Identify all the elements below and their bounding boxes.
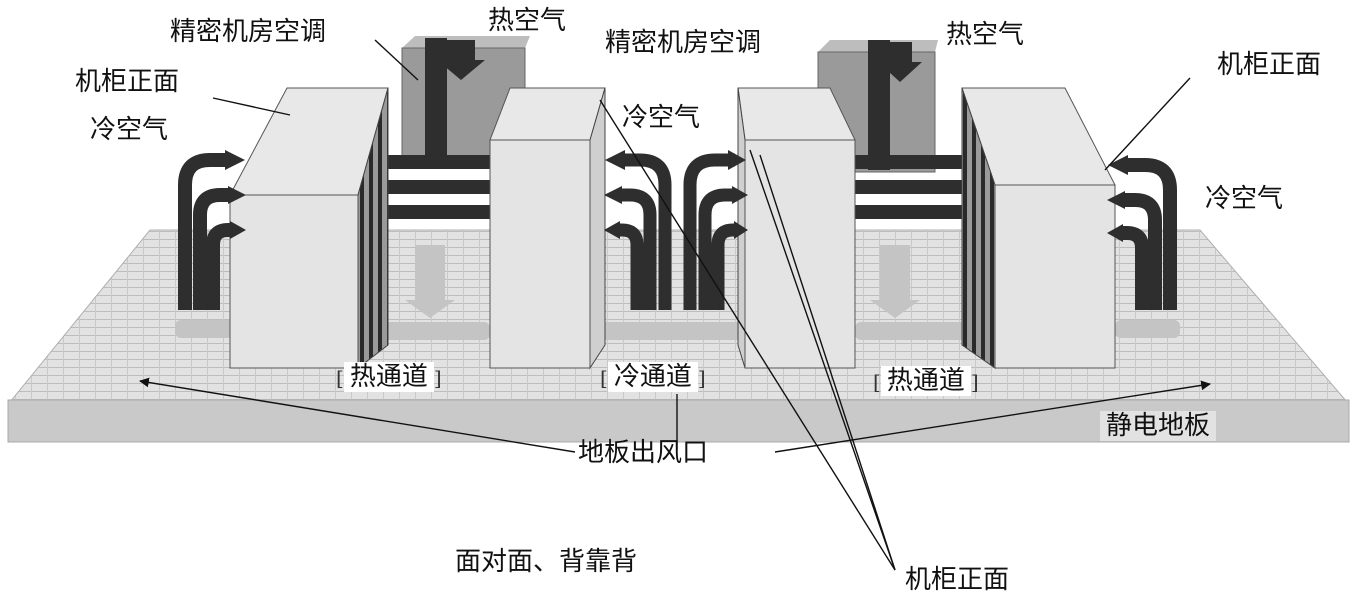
cold-aisle-label: [冷通道] xyxy=(600,362,706,393)
cold-aisle-text: 冷通道 xyxy=(607,362,698,392)
crac-left-label: 精密机房空调 xyxy=(170,17,327,47)
cold-air-right-label: 冷空气 xyxy=(1205,184,1284,214)
bracket-left: [ xyxy=(600,366,608,390)
raised-floor-label: 静电地板 xyxy=(1100,411,1217,441)
cold-air-flow-left xyxy=(178,153,233,310)
bracket-left: [ xyxy=(336,366,344,390)
hot-air-right-label: 热空气 xyxy=(946,20,1025,50)
hot-air-flow-right xyxy=(850,40,995,219)
cold-air-center-label: 冷空气 xyxy=(622,103,701,133)
hot-aisle-right-text: 热通道 xyxy=(880,366,971,396)
cold-air-arrowheads-left xyxy=(225,150,246,239)
cold-air-flow-center-left xyxy=(617,153,672,310)
hot-aisle-left-text: 热通道 xyxy=(343,362,434,392)
floor-vent-label: 地板出风口 xyxy=(578,438,709,468)
bracket-left: [ xyxy=(873,370,881,394)
cabinet-front-bottom-label: 机柜正面 xyxy=(905,565,1010,595)
caption: 面对面、背靠背 xyxy=(455,547,638,577)
cabinet-3 xyxy=(737,87,856,369)
hot-air-left-label: 热空气 xyxy=(488,6,567,36)
cold-air-left-label: 冷空气 xyxy=(90,115,169,145)
cabinet-1 xyxy=(229,87,389,370)
cabinet-2 xyxy=(489,87,606,370)
cabinet-4 xyxy=(961,87,1116,369)
cold-air-flow-right xyxy=(1122,158,1177,310)
bracket-right: ] xyxy=(433,366,442,390)
cold-air-flow-center-right xyxy=(683,153,738,310)
cabinet-front-left-label: 机柜正面 xyxy=(75,67,180,97)
bracket-right: ] xyxy=(697,366,706,390)
hot-aisle-right-label: [热通道] xyxy=(873,366,979,397)
cabinet-front-right-label: 机柜正面 xyxy=(1217,50,1322,80)
cold-air-arrowheads-center-left xyxy=(604,150,625,239)
crac-right-label: 精密机房空调 xyxy=(605,28,762,58)
cold-air-arrowheads-right xyxy=(1107,155,1128,242)
bracket-right: ] xyxy=(970,370,979,394)
cold-air-arrowheads-center-right xyxy=(728,150,748,239)
hot-air-flow-left xyxy=(355,38,495,219)
leader-lines xyxy=(139,39,1211,571)
hot-aisle-left-label: [热通道] xyxy=(336,362,442,393)
